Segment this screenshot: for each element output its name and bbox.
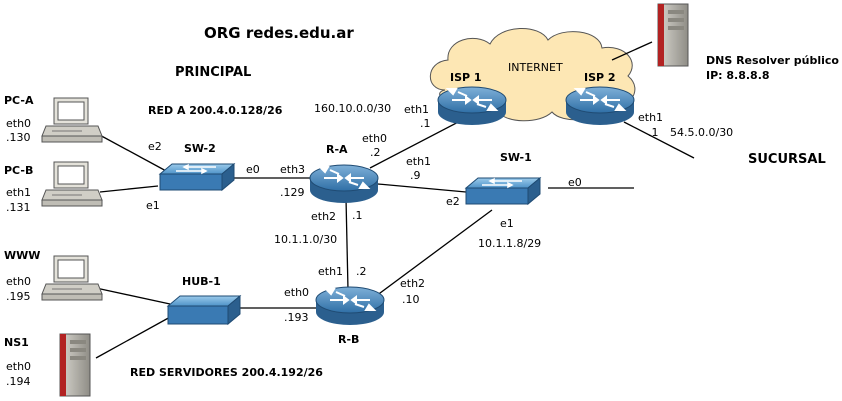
www-iface: eth0 [6, 275, 31, 288]
pc-b-icon [41, 161, 103, 207]
sw1-switch-icon [465, 177, 541, 205]
ra-eth1-ip: .9 [410, 169, 421, 182]
rb-eth0-ip: .193 [284, 311, 309, 324]
isp2-ip: .1 [648, 126, 659, 139]
link-www-hub [95, 287, 171, 305]
network-isp1: 160.10.0.0/30 [314, 102, 391, 115]
pc-a-ip: .130 [6, 131, 31, 144]
rb-name: R-B [338, 333, 359, 346]
dns-resolver-name: DNS Resolver público [706, 54, 839, 67]
www-name: WWW [4, 249, 40, 262]
link-ra-sw1 [377, 183, 467, 193]
sw2-port-e0: e0 [246, 163, 260, 176]
isp2-name: ISP 2 [584, 71, 616, 84]
link-isp2-sucursal [623, 121, 695, 159]
isp1-iface: eth1 [404, 103, 429, 116]
sw2-name: SW-2 [184, 142, 216, 155]
link-isp2-dns [611, 41, 653, 61]
isp2-router-icon [565, 86, 635, 126]
sw1-port-e0: e0 [568, 176, 582, 189]
link-pcb-sw2 [99, 185, 159, 193]
ra-eth0: eth0 [362, 132, 387, 145]
ra-name: R-A [326, 143, 348, 156]
network-isp2: 54.5.0.0/30 [670, 126, 733, 139]
pc-b-name: PC-B [4, 164, 33, 177]
link-rb-sw1 [375, 209, 493, 297]
hub1-name: HUB-1 [182, 275, 221, 288]
section-sucursal: SUCURSAL [748, 152, 826, 167]
hub1-hub-icon [167, 295, 241, 325]
pc-b-iface: eth1 [6, 186, 31, 199]
diagram-title: ORG redes.edu.ar [204, 24, 354, 42]
link-ra-isp1 [369, 117, 467, 169]
dns-resolver-ip: IP: 8.8.8.8 [706, 69, 770, 82]
sw1-port-e2: e2 [446, 195, 460, 208]
rb-router-icon [315, 286, 385, 326]
ra-eth1: eth1 [406, 155, 431, 168]
ra-eth0-ip: .2 [370, 146, 381, 159]
isp1-router-icon [437, 86, 507, 126]
rb-eth2-ip: .10 [402, 293, 420, 306]
link-ra-rb [345, 197, 349, 291]
ns1-iface: eth0 [6, 360, 31, 373]
links [95, 41, 695, 359]
pc-a-iface: eth0 [6, 117, 31, 130]
ns1-server-icon [59, 333, 91, 397]
www-pc-icon [41, 255, 103, 301]
ns1-ip: .194 [6, 375, 31, 388]
sw1-name: SW-1 [500, 151, 532, 164]
isp2-iface: eth1 [638, 111, 663, 124]
www-ip: .195 [6, 290, 31, 303]
link-pca-sw2 [95, 132, 169, 173]
section-principal: PRINCIPAL [175, 65, 251, 80]
rb-eth0: eth0 [284, 286, 309, 299]
sw2-switch-icon [159, 163, 235, 191]
pc-a-icon [41, 97, 103, 143]
ns1-name: NS1 [4, 336, 29, 349]
network-ra-rb: 10.1.1.0/30 [274, 233, 337, 246]
rb-eth1-ip: .2 [356, 265, 367, 278]
ra-eth3: eth3 [280, 163, 305, 176]
sw2-port-e1: e1 [146, 199, 160, 212]
rb-eth1: eth1 [318, 265, 343, 278]
network-red-a: RED A 200.4.0.128/26 [148, 104, 283, 117]
sw1-port-e1: e1 [500, 217, 514, 230]
internet-label: INTERNET [508, 61, 563, 74]
network-rb-sw1: 10.1.1.8/29 [478, 237, 541, 250]
link-ns1-hub [95, 315, 173, 359]
pc-a-name: PC-A [4, 94, 34, 107]
ra-router-icon [309, 164, 379, 204]
pc-b-ip: .131 [6, 201, 31, 214]
rb-eth2: eth2 [400, 277, 425, 290]
sw2-port-e2: e2 [148, 140, 162, 153]
dns-resolver-server-icon [657, 3, 689, 67]
ra-eth3-ip: .129 [280, 186, 305, 199]
network-red-servidores: RED SERVIDORES 200.4.192/26 [130, 366, 323, 379]
isp1-name: ISP 1 [450, 71, 482, 84]
isp1-ip: .1 [420, 117, 431, 130]
ra-eth2-ip: .1 [352, 209, 363, 222]
ra-eth2: eth2 [311, 210, 336, 223]
